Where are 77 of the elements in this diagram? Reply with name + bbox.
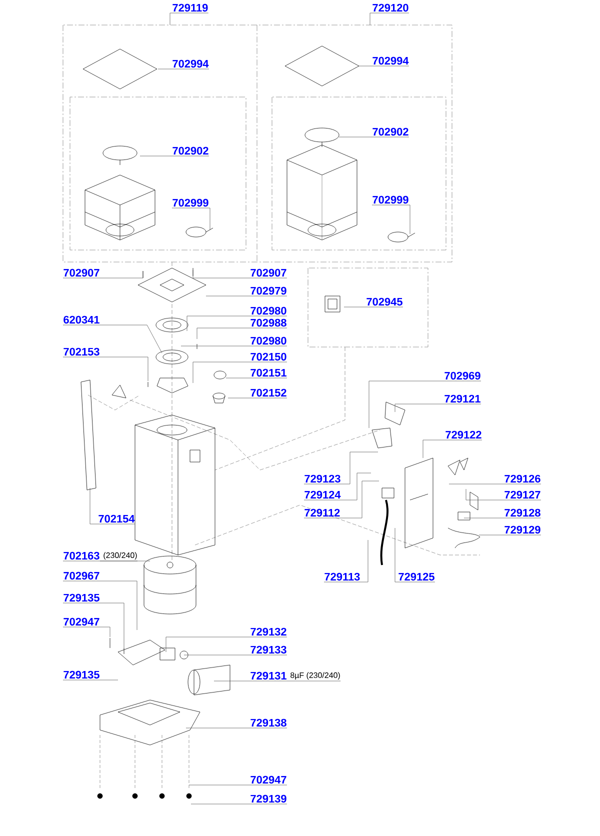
- callout-number: 702980: [250, 336, 286, 345]
- callout-number: 702969: [444, 372, 480, 380]
- callout-number: 729135: [64, 594, 100, 602]
- leader-line: [188, 784, 288, 786]
- leader-line: [478, 534, 542, 536]
- callout-number: 729133: [250, 646, 286, 654]
- callout-number: 620341: [64, 316, 100, 324]
- callout-number: 702988: [250, 318, 286, 327]
- callout-number: 702980: [250, 306, 286, 315]
- leader-line: [196, 328, 288, 340]
- callout-number: 702151: [250, 368, 286, 377]
- leader-line: [172, 208, 210, 230]
- callout-number: 702154: [98, 514, 135, 523]
- leader-line: [184, 654, 288, 656]
- callout-number: 702947: [250, 776, 286, 784]
- callout-number: 729125: [398, 572, 434, 581]
- leader-line: [170, 12, 209, 26]
- leader-line: [90, 488, 136, 524]
- leader-line: [304, 480, 380, 518]
- leader-line: [192, 362, 288, 384]
- callout-number: 729127: [504, 490, 540, 499]
- callout-number: 702150: [250, 352, 286, 361]
- callout-number: 729132: [250, 628, 286, 636]
- callout-number: 702902: [372, 128, 408, 136]
- leader-line: [62, 580, 138, 630]
- leader-line: [394, 528, 436, 582]
- callout-number: 702967: [64, 572, 100, 580]
- leader-line: [62, 324, 162, 354]
- leader-line: [466, 488, 542, 500]
- leader-line: [304, 452, 378, 484]
- callout-number: 729126: [504, 474, 540, 483]
- leader-line: [214, 680, 288, 682]
- leader-line: [186, 316, 288, 332]
- callout-number: 702153: [64, 348, 100, 356]
- leader-line: [324, 540, 368, 582]
- callout-number: 729122: [446, 430, 482, 439]
- leader-line: [422, 440, 482, 458]
- callout-number: 729124: [304, 490, 341, 499]
- leader-line: [368, 380, 482, 428]
- callout-number: 729121: [444, 394, 480, 403]
- callout-number: 729120: [372, 4, 408, 12]
- leader-line: [62, 270, 144, 278]
- callout-number: 729129: [504, 526, 540, 534]
- callout-number: 729123: [304, 474, 340, 483]
- callout-number: 729131: [250, 672, 286, 680]
- leader-line: [62, 356, 148, 382]
- callout-number: 702945: [366, 298, 402, 306]
- leader-line: [62, 602, 124, 648]
- leader-line: [62, 560, 150, 562]
- callout-number: 702979: [250, 286, 286, 295]
- leader-line: [344, 306, 404, 308]
- leader-line: [394, 404, 482, 412]
- callout-number: 702902: [172, 146, 208, 155]
- callout-number: 702947: [64, 618, 100, 626]
- callout-number: 702152: [250, 388, 286, 397]
- callout-number: 702994: [172, 60, 209, 68]
- leader-line: [304, 472, 372, 500]
- leader-line: [370, 12, 410, 26]
- callout-number: 729113: [324, 572, 360, 581]
- callout-number: 729119: [172, 4, 208, 12]
- callout-number: 729135: [64, 670, 100, 679]
- callout-number: 729138: [250, 718, 286, 727]
- callout-number: 702999: [372, 196, 408, 204]
- leader-line: [192, 270, 288, 278]
- leader-line: [166, 636, 288, 652]
- callout-number: 729139: [250, 794, 286, 803]
- leader-line: [158, 68, 210, 70]
- leader-line: [338, 136, 410, 138]
- leader-line: [62, 626, 110, 638]
- leader-line: [372, 204, 410, 234]
- callout-number: 729112: [304, 508, 340, 517]
- callout-number: 702994: [372, 56, 409, 65]
- callout-number: 702907: [250, 268, 286, 277]
- callout-number: 702907: [64, 268, 100, 277]
- callout-number: 702999: [172, 198, 208, 207]
- callout-number: 729128: [504, 508, 540, 517]
- callout-number: 702163: [64, 552, 100, 560]
